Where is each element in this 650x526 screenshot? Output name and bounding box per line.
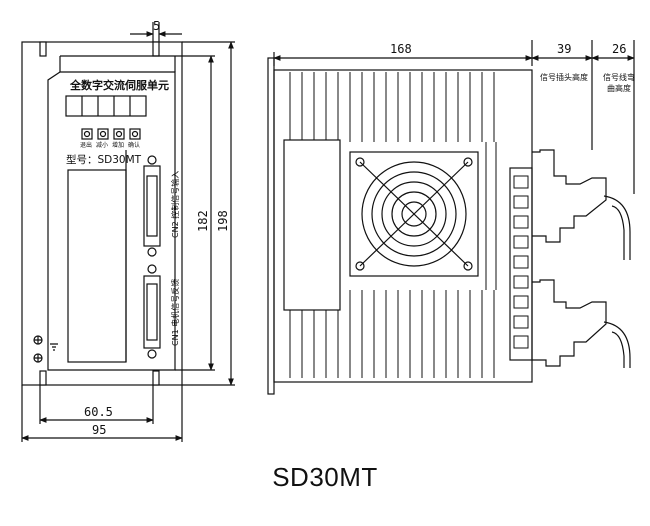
front-view: [21, 22, 235, 442]
dim-length: 168: [390, 42, 412, 56]
label-plate: [283, 139, 341, 311]
dim-inner-width: 60.5: [84, 405, 113, 419]
decrease-button[interactable]: [97, 128, 109, 140]
plug-height-label: 信号插头高度: [540, 72, 588, 82]
decrease-button-label: 减小: [96, 141, 108, 149]
cn1-connector: [143, 275, 161, 349]
exit-button-label: 退出: [80, 141, 92, 149]
mounting-slot-bottom-right: [152, 370, 160, 386]
cable-bend-label-line2: 曲高度: [607, 83, 631, 93]
cn2-label: CN2 控制信号输入: [170, 171, 180, 238]
cn2-connector: [143, 165, 161, 247]
led-display: [65, 95, 147, 117]
dim-cable-bend: 26: [612, 42, 626, 56]
confirm-button-label: 确认: [128, 141, 140, 149]
increase-button[interactable]: [113, 128, 125, 140]
cable-cn2: [603, 195, 631, 260]
model-label: 型号：SD30MT: [66, 153, 142, 166]
mounting-slot-top-left: [39, 41, 47, 57]
button-labels: 退出 减小 增加 确认: [80, 141, 140, 149]
dim-outer-width: 95: [92, 423, 106, 437]
connector-rail: [509, 167, 533, 361]
increase-button-label: 增加: [112, 141, 124, 149]
exit-button[interactable]: [81, 128, 93, 140]
confirm-button[interactable]: [129, 128, 141, 140]
model-caption: SD30MT: [272, 462, 378, 492]
cable-bend-label-line1: 信号线弯: [603, 72, 635, 82]
dim-inner-height: 182: [196, 210, 210, 232]
chassis-outline: [59, 56, 176, 371]
side-flange: [267, 57, 275, 395]
mounting-slot-bottom-left: [39, 370, 47, 386]
terminal-cover: [67, 169, 127, 363]
mounting-slot-top-right: [152, 41, 160, 57]
mounting-plate: [21, 41, 183, 386]
plug-cn1: [532, 279, 607, 367]
cn1-label: CN1 电机信号反馈: [170, 279, 180, 346]
plug-cn2: [532, 149, 607, 243]
dim-outer-height: 198: [216, 210, 230, 232]
cable-cn1: [603, 321, 631, 368]
side-view: [267, 40, 635, 395]
dim-slot: 5: [153, 19, 160, 33]
unit-title: 全数字交流伺服单元: [69, 78, 169, 92]
dim-plug-height: 39: [557, 42, 571, 56]
